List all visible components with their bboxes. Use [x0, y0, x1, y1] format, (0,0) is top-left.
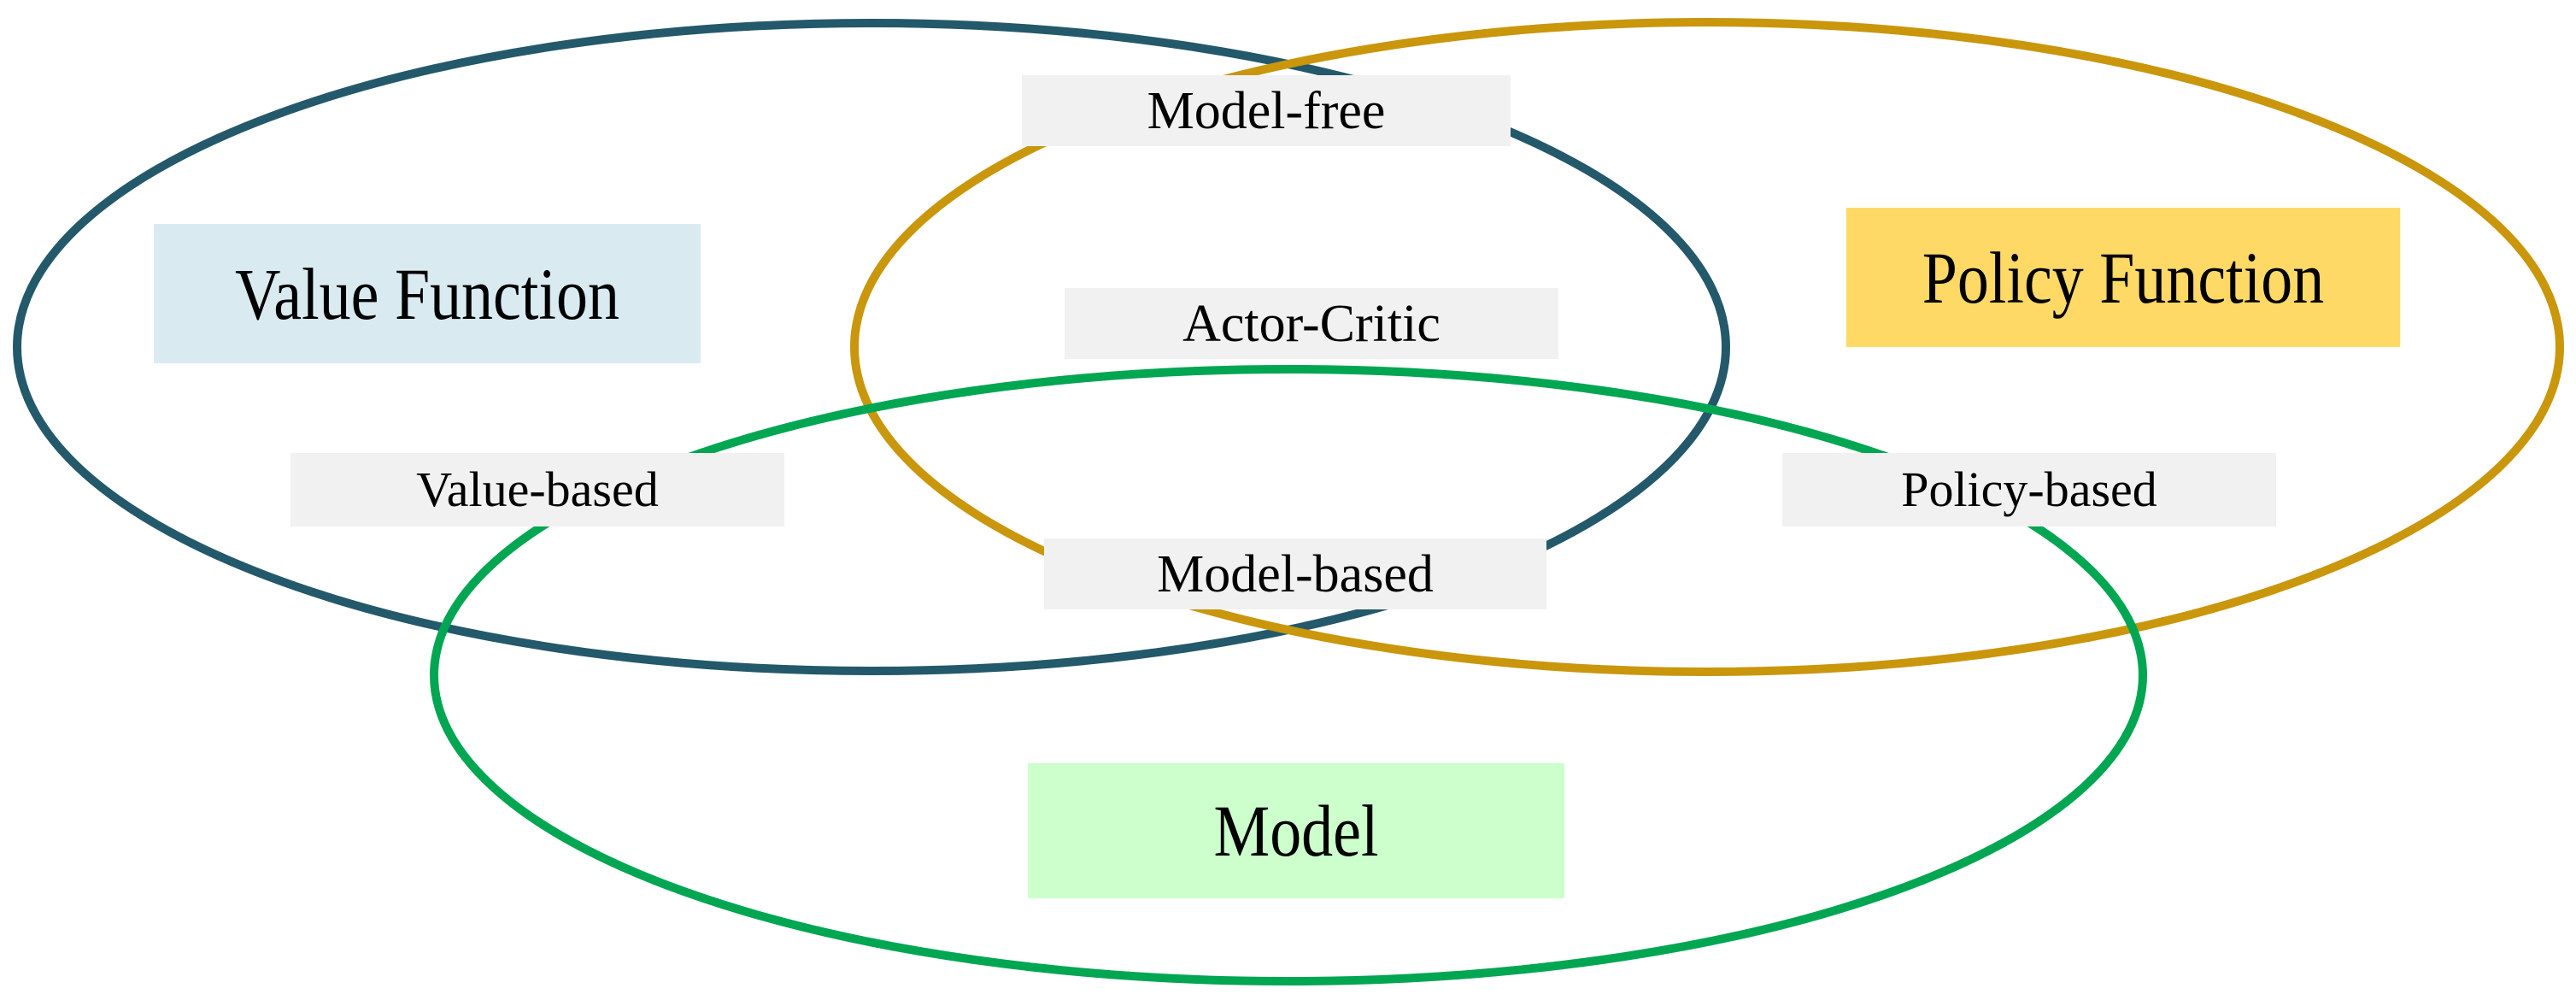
region-label-actor-critic: Actor-Critic [1065, 288, 1558, 359]
set-label-value-function-text: Value Function [235, 252, 619, 335]
value-function-ellipse [13, 19, 1730, 675]
set-label-value-function: Value Function [154, 224, 701, 363]
model-ellipse [430, 365, 2147, 985]
set-label-model-text: Model [1213, 790, 1379, 872]
region-label-value-based-text: Value-based [416, 462, 659, 517]
region-label-model-based-text: Model-based [1157, 544, 1434, 603]
policy-function-ellipse [850, 18, 2564, 676]
region-label-model-free: Model-free [1022, 75, 1511, 146]
region-label-model-based: Model-based [1044, 538, 1546, 609]
region-label-actor-critic-text: Actor-Critic [1182, 294, 1441, 353]
region-label-value-based: Value-based [290, 453, 784, 526]
region-label-model-free-text: Model-free [1147, 81, 1386, 140]
set-label-policy-function: Policy Function [1845, 208, 2401, 347]
set-label-policy-function-text: Policy Function [1922, 236, 2325, 319]
region-label-policy-based: Policy-based [1782, 453, 2276, 526]
set-label-model: Model [1028, 763, 1564, 898]
region-label-policy-based-text: Policy-based [1901, 462, 2157, 517]
